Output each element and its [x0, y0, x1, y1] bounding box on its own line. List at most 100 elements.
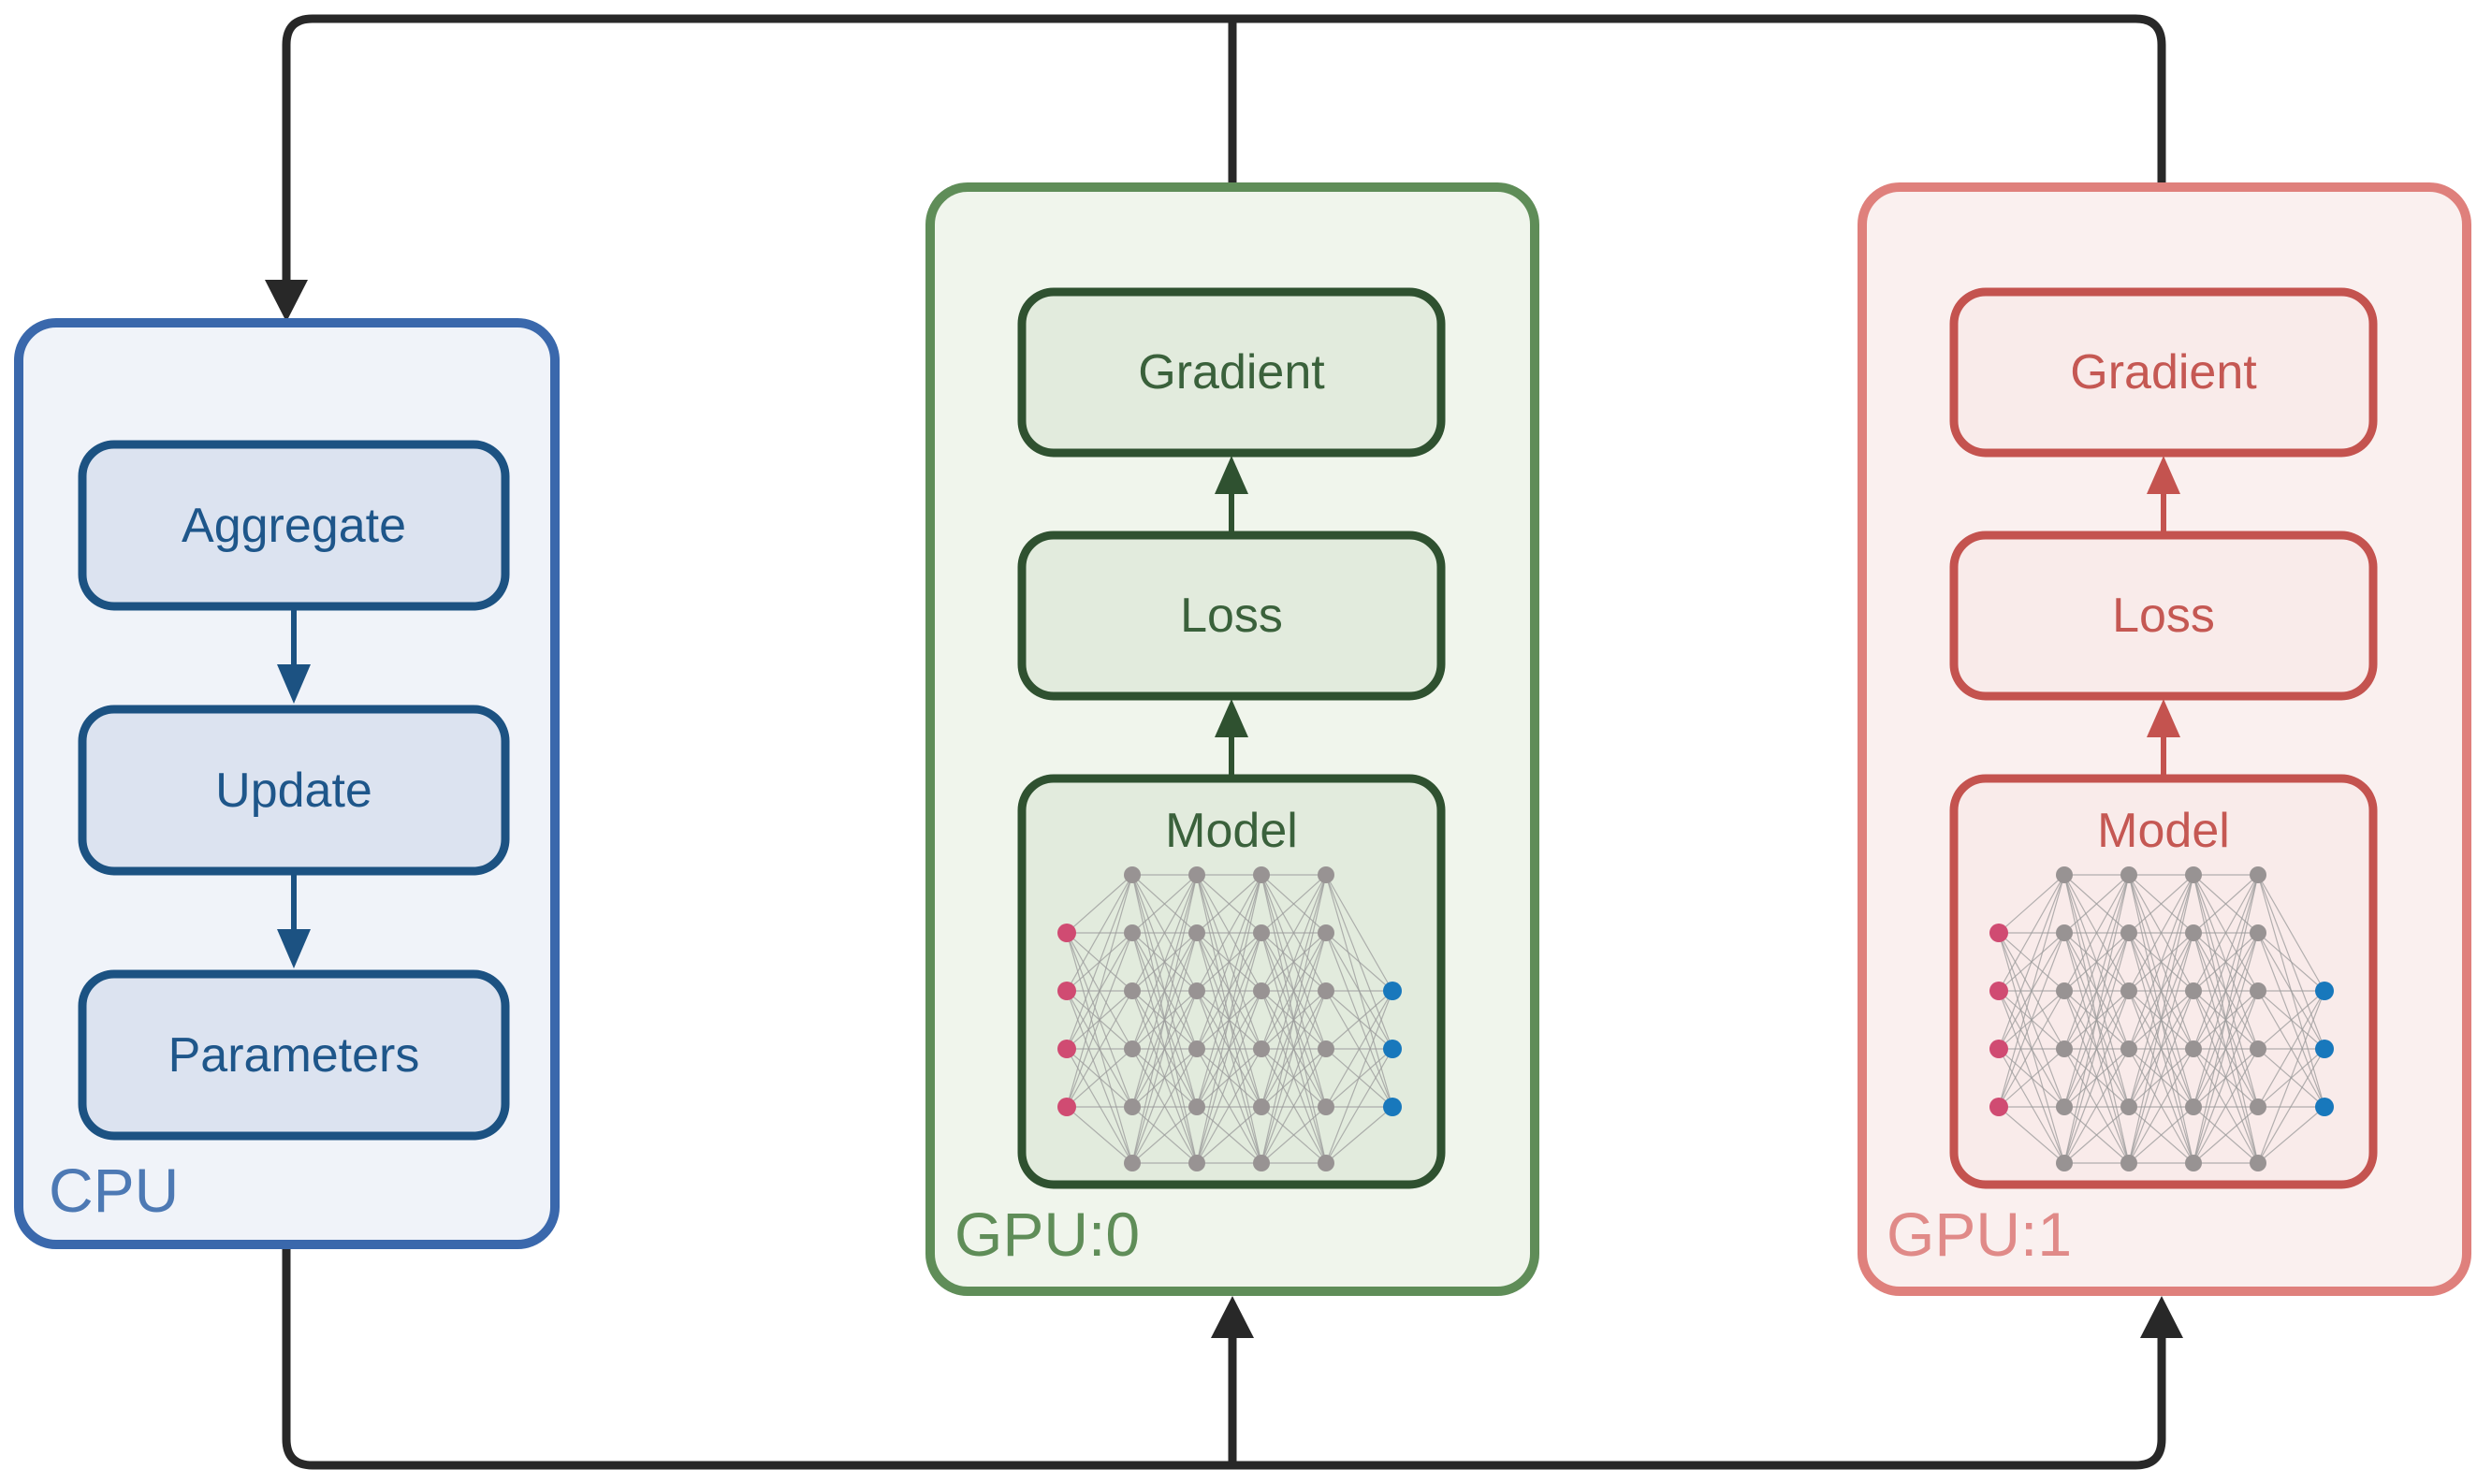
- network-edge: [1066, 874, 1133, 1050]
- network-edge: [2193, 874, 2259, 992]
- gpu0-model-to-loss-arrowhead: [1215, 699, 1248, 737]
- network-edge: [2063, 1106, 2130, 1164]
- network-edge: [1998, 1048, 2065, 1108]
- network-edge: [1998, 874, 2065, 992]
- hidden-node: [1188, 1155, 1205, 1171]
- hidden-node: [2056, 924, 2073, 941]
- network-edge: [1260, 1106, 1327, 1164]
- network-edge: [1196, 1106, 1262, 1164]
- network-edge: [2128, 874, 2194, 1108]
- network-edge: [2257, 1106, 2325, 1164]
- network-edge: [1196, 874, 1262, 992]
- network-edge: [1260, 932, 1327, 1164]
- network-edge: [1260, 874, 1327, 992]
- aggregate-to-update-arrowhead: [277, 664, 311, 704]
- hidden-node: [1124, 924, 1141, 941]
- network-edge: [2128, 874, 2194, 1164]
- network-edge: [1998, 1106, 2065, 1164]
- network-edge: [1131, 874, 1198, 992]
- network-edge: [1131, 932, 1198, 1164]
- network-edge: [1066, 874, 1133, 934]
- hidden-node: [1253, 982, 1270, 999]
- hidden-node: [2120, 1155, 2137, 1171]
- hidden-node: [2056, 866, 2073, 883]
- feedback-loop: [265, 14, 2183, 1470]
- output-node: [2315, 1040, 2334, 1058]
- network-edge: [1260, 874, 1327, 1164]
- output-node: [2315, 982, 2334, 1000]
- hidden-node: [1253, 924, 1270, 941]
- hidden-node: [1124, 982, 1141, 999]
- hidden-node: [2185, 1098, 2202, 1115]
- output-node: [1383, 982, 1402, 1000]
- hidden-node: [2120, 866, 2137, 883]
- cpu-input-arrowhead: [265, 280, 308, 322]
- network-edge: [1066, 1106, 1133, 1164]
- hidden-node: [1188, 1040, 1205, 1057]
- network-edge: [2063, 874, 2130, 934]
- hidden-node: [2250, 866, 2266, 883]
- gpu1-model-label: Model: [2097, 804, 2230, 858]
- network-edge: [1998, 990, 2065, 1108]
- hidden-node: [1188, 982, 1205, 999]
- hidden-node: [2185, 924, 2202, 941]
- gpu0-gradient-box: [1017, 287, 1446, 458]
- network-edge: [1998, 932, 2065, 1108]
- gpu0-label: GPU:0: [954, 1200, 1140, 1269]
- gpu0-loss-to-gradient-arrowhead: [1215, 456, 1248, 494]
- input-node: [1057, 1098, 1076, 1116]
- network-edge: [1260, 1048, 1327, 1164]
- network-edge: [1325, 1048, 1393, 1164]
- hidden-node: [1124, 1040, 1141, 1057]
- network-edge: [2257, 990, 2325, 1164]
- bottom-connector-line: [282, 1244, 2166, 1470]
- network-edge: [2128, 990, 2194, 1164]
- hidden-node: [1318, 982, 1334, 999]
- hidden-node: [1318, 1098, 1334, 1115]
- network-edge: [1131, 874, 1198, 1108]
- hidden-node: [2120, 1098, 2137, 1115]
- hidden-node: [2250, 1040, 2266, 1057]
- update-to-parameters-arrowhead: [277, 929, 311, 968]
- gpu1-loss-label: Loss: [2112, 589, 2215, 643]
- network-edge: [2063, 1048, 2130, 1164]
- network-edge: [2063, 874, 2130, 1108]
- parameters-box: [78, 969, 510, 1141]
- output-node: [1383, 1040, 1402, 1058]
- network-edge: [2128, 874, 2194, 992]
- hidden-node: [1318, 924, 1334, 941]
- hidden-node: [1318, 866, 1334, 883]
- hidden-node: [1124, 1098, 1141, 1115]
- neural-network-graphic-gpu1: [1989, 866, 2334, 1171]
- hidden-node: [2056, 1098, 2073, 1115]
- network-edge: [1196, 874, 1262, 1108]
- network-edge: [1325, 990, 1393, 1164]
- top-connector-line: [282, 14, 2166, 281]
- hidden-node: [1188, 866, 1205, 883]
- hidden-node: [2120, 1040, 2137, 1057]
- network-edge: [1998, 874, 2065, 934]
- network-edge: [1325, 990, 1393, 1108]
- hidden-node: [2185, 1155, 2202, 1171]
- network-edge: [1196, 932, 1262, 1164]
- network-edge: [2128, 1048, 2194, 1164]
- hidden-node: [1253, 1040, 1270, 1057]
- network-edge: [2128, 874, 2194, 1050]
- network-edge: [2063, 874, 2130, 1050]
- network-edge: [2257, 932, 2325, 992]
- network-edge: [2193, 874, 2259, 934]
- network-edge: [1998, 874, 2065, 1050]
- hidden-node: [1318, 1040, 1334, 1057]
- network-edge: [2063, 990, 2130, 1164]
- network-edge: [1066, 874, 1133, 992]
- gpu1-loss-to-gradient-arrowhead: [2147, 456, 2180, 494]
- input-node: [1057, 982, 1076, 1000]
- gpu0-group: Gradient Loss Model GPU:0: [925, 182, 1539, 1296]
- network-edge: [1325, 932, 1393, 992]
- gpu1-input-arrowhead: [2140, 1296, 2183, 1338]
- hidden-node: [2056, 1155, 2073, 1171]
- network-edge: [1196, 1048, 1262, 1164]
- network-edge: [1066, 1048, 1133, 1108]
